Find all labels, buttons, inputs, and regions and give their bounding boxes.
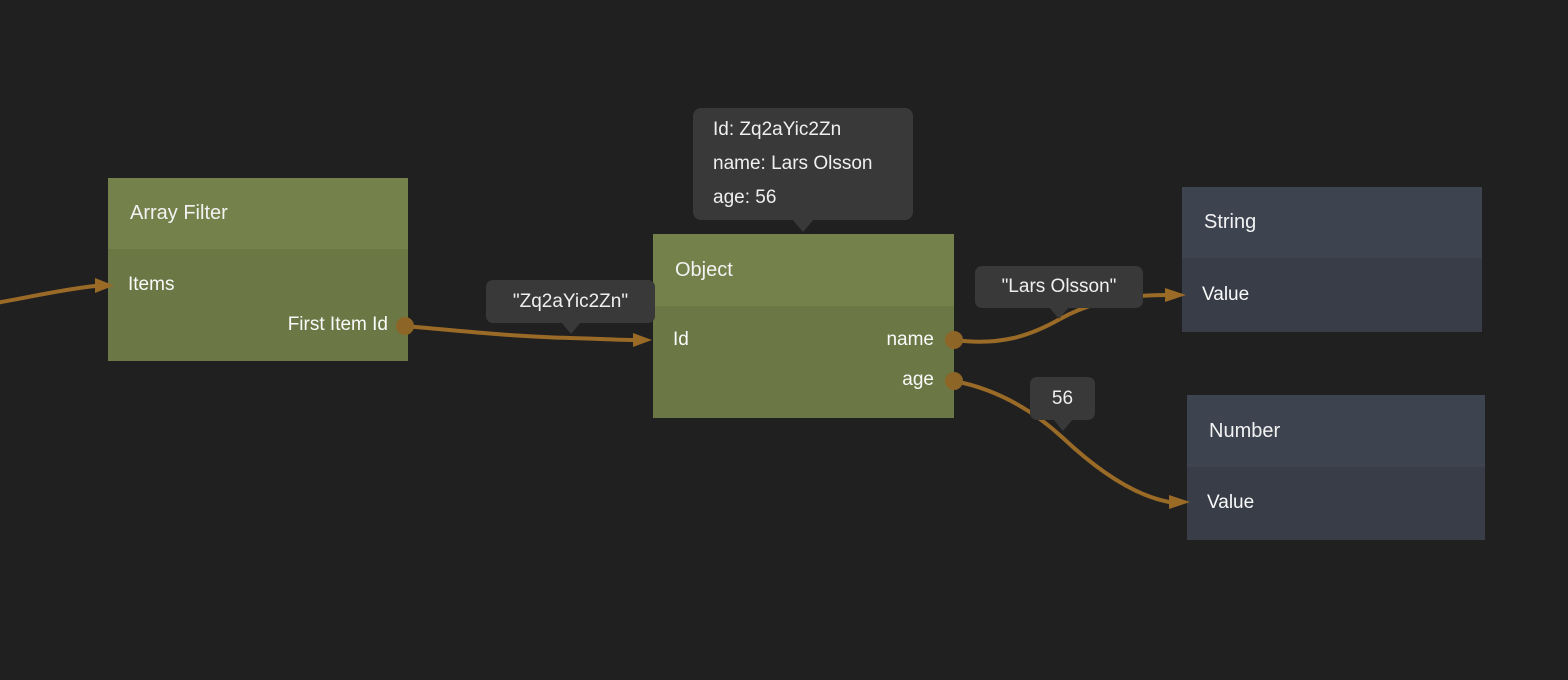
input-port-label-string-value: Value	[1202, 284, 1250, 305]
tooltip-pointer	[792, 219, 814, 232]
object-preview-tooltip: Id: Zq2aYic2Zn name: Lars Olsson age: 56	[693, 108, 913, 232]
node-number-title: Number	[1209, 419, 1281, 442]
port-row-items[interactable]: Items	[108, 265, 408, 305]
port-row-first-item-id[interactable]: First Item Id	[108, 305, 408, 345]
input-port-label-number-value: Value	[1207, 492, 1255, 513]
wire-value-bubble-age: 56	[1030, 377, 1095, 431]
node-number-body: Value	[1187, 467, 1485, 540]
wire-first-item-id-to-id[interactable]	[403, 324, 635, 342]
wire-name-arrowhead	[1165, 288, 1186, 302]
node-number-header[interactable]: Number	[1187, 395, 1485, 467]
input-port-label-id: Id	[673, 329, 689, 350]
node-object[interactable]: Object Id name age	[653, 234, 954, 418]
wire-age-to-number-value[interactable]	[952, 379, 1171, 504]
bubble-pointer	[1049, 307, 1069, 319]
node-string[interactable]: String Value	[1182, 187, 1482, 332]
node-string-title: String	[1204, 211, 1257, 233]
port-row-id-name[interactable]: Id name	[653, 320, 954, 360]
output-port-dot-name[interactable]	[945, 331, 963, 349]
port-row-string-value[interactable]: Value	[1182, 275, 1482, 315]
bubble-pointer	[560, 322, 581, 334]
wire-value-bubble-name: "Lars Olsson"	[975, 266, 1143, 319]
node-object-body: Id name age	[653, 306, 954, 418]
wire-into-items-arrowhead	[95, 278, 114, 293]
node-object-header[interactable]: Object	[653, 234, 954, 306]
port-row-number-value[interactable]: Value	[1187, 483, 1485, 523]
wire-value-bubble-first-item-id: "Zq2aYic2Zn"	[486, 280, 655, 334]
output-port-label-name: name	[886, 329, 934, 350]
node-array-filter-body: Items First Item Id	[108, 249, 408, 361]
node-object-title: Object	[675, 258, 733, 281]
output-port-label-age: age	[902, 369, 934, 390]
wire-value-first-item-id: "Zq2aYic2Zn"	[512, 290, 629, 312]
wire-value-age: 56	[1051, 387, 1074, 409]
node-array-filter-header[interactable]: Array Filter	[108, 178, 408, 249]
node-number[interactable]: Number Value	[1187, 395, 1485, 540]
node-array-filter[interactable]: Array Filter Items First Item Id	[108, 178, 408, 361]
wire-age-arrowhead	[1169, 495, 1190, 509]
bubble-pointer	[1052, 419, 1073, 431]
node-string-body: Value	[1182, 258, 1482, 332]
node-string-header[interactable]: String	[1182, 187, 1482, 258]
input-port-label-items: Items	[128, 274, 175, 295]
node-array-filter-title: Array Filter	[130, 202, 228, 224]
wire-into-items[interactable]	[0, 284, 97, 305]
tooltip-line-name: name: Lars Olsson	[713, 153, 873, 174]
output-port-label-first-item-id: First Item Id	[287, 314, 388, 335]
wire-first-item-id-arrowhead	[633, 333, 652, 347]
port-row-age[interactable]: age	[653, 360, 954, 400]
tooltip-line-id: Id: Zq2aYic2Zn	[713, 119, 842, 140]
output-port-dot-first-item-id[interactable]	[396, 317, 414, 335]
tooltip-line-age: age: 56	[713, 187, 777, 208]
wire-value-name: "Lars Olsson"	[1001, 276, 1117, 297]
output-port-dot-age[interactable]	[945, 372, 963, 390]
